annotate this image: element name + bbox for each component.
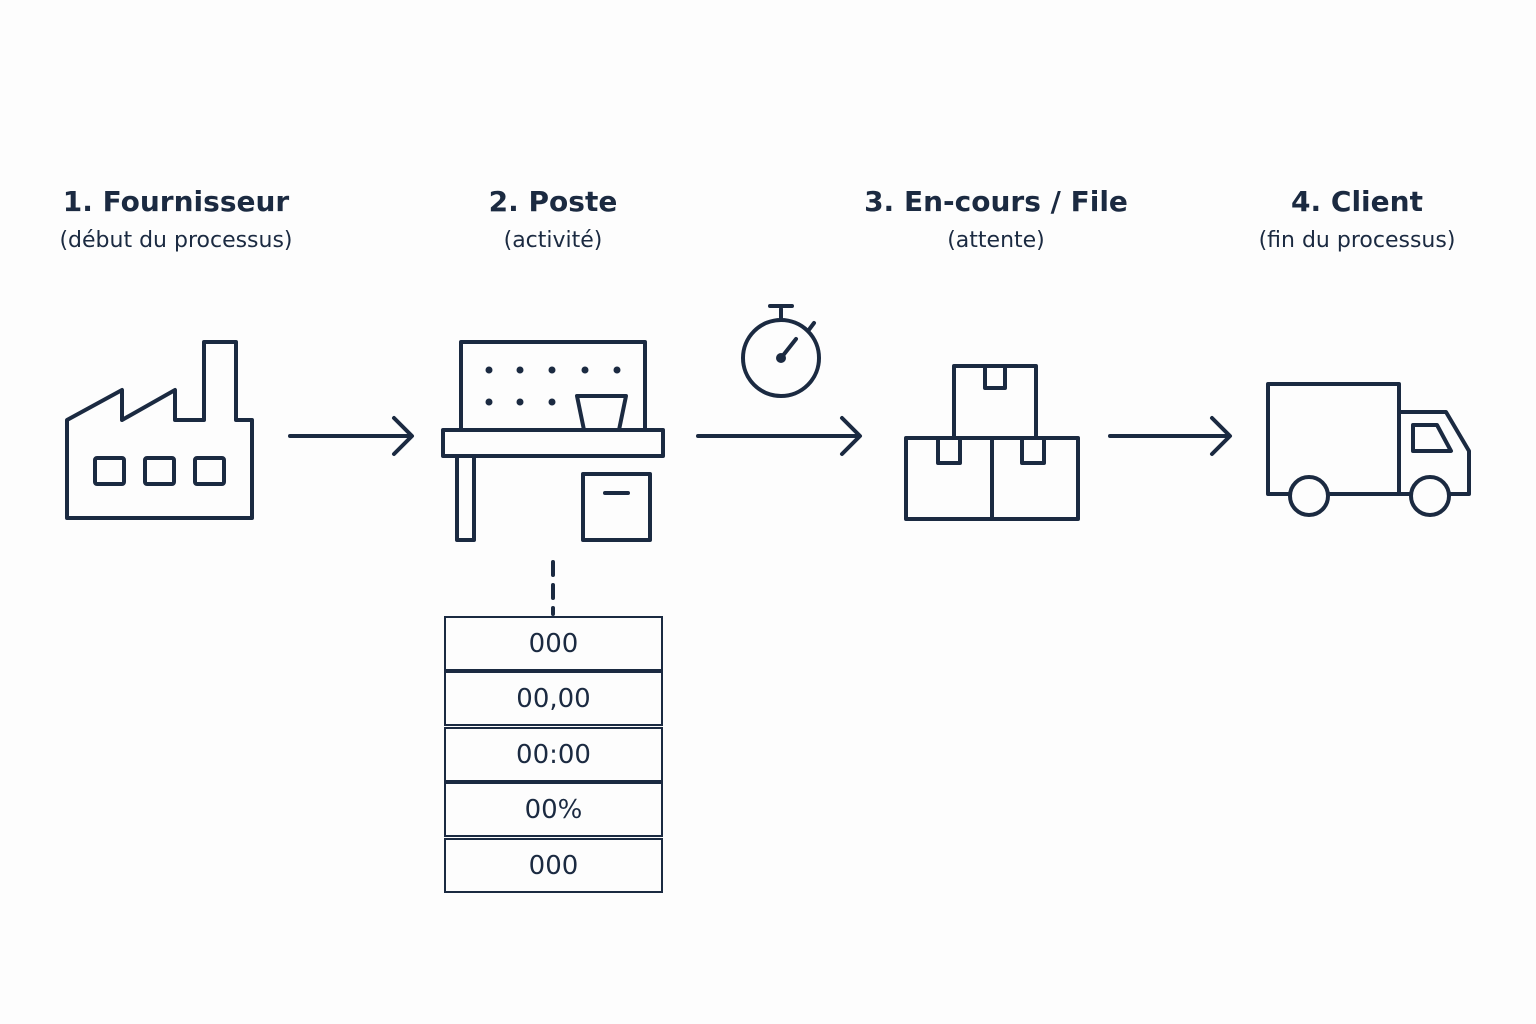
stage-3-subtitle: (attente) (947, 228, 1045, 253)
arrow-2-to-3 (696, 416, 862, 456)
boxes-icon (904, 364, 1080, 521)
stage-1-title: 1. Fournisseur (62, 185, 290, 218)
stage-2-label: 2. Poste (activité) (383, 184, 723, 256)
factory-icon (65, 340, 254, 520)
stage-4-subtitle: (fin du processus) (1258, 228, 1456, 253)
data-box-row-2: 00,00 (444, 671, 663, 726)
stage-4-title: 4. Client (1291, 185, 1423, 218)
data-box-row-1: 000 (444, 616, 663, 671)
data-box-row-4: 00% (444, 782, 663, 837)
stage-2-title: 2. Poste (488, 185, 618, 218)
stage-1-subtitle: (début du processus) (59, 228, 293, 253)
workstation-icon (441, 340, 665, 542)
stage-1-label: 1. Fournisseur (début du processus) (6, 184, 346, 256)
stage-4-label: 4. Client (fin du processus) (1187, 184, 1527, 256)
stopwatch-icon (741, 304, 821, 398)
cup-icon (575, 394, 628, 432)
data-box-row-5: 000 (444, 838, 663, 893)
stage-2-subtitle: (activité) (503, 228, 603, 253)
truck-icon (1266, 382, 1471, 517)
arrow-1-to-2 (288, 416, 414, 456)
data-box-row-3: 00:00 (444, 727, 663, 782)
stage-3-label: 3. En-cours / File (attente) (826, 184, 1166, 256)
arrow-3-to-4 (1108, 416, 1232, 456)
stage-3-title: 3. En-cours / File (864, 185, 1128, 218)
